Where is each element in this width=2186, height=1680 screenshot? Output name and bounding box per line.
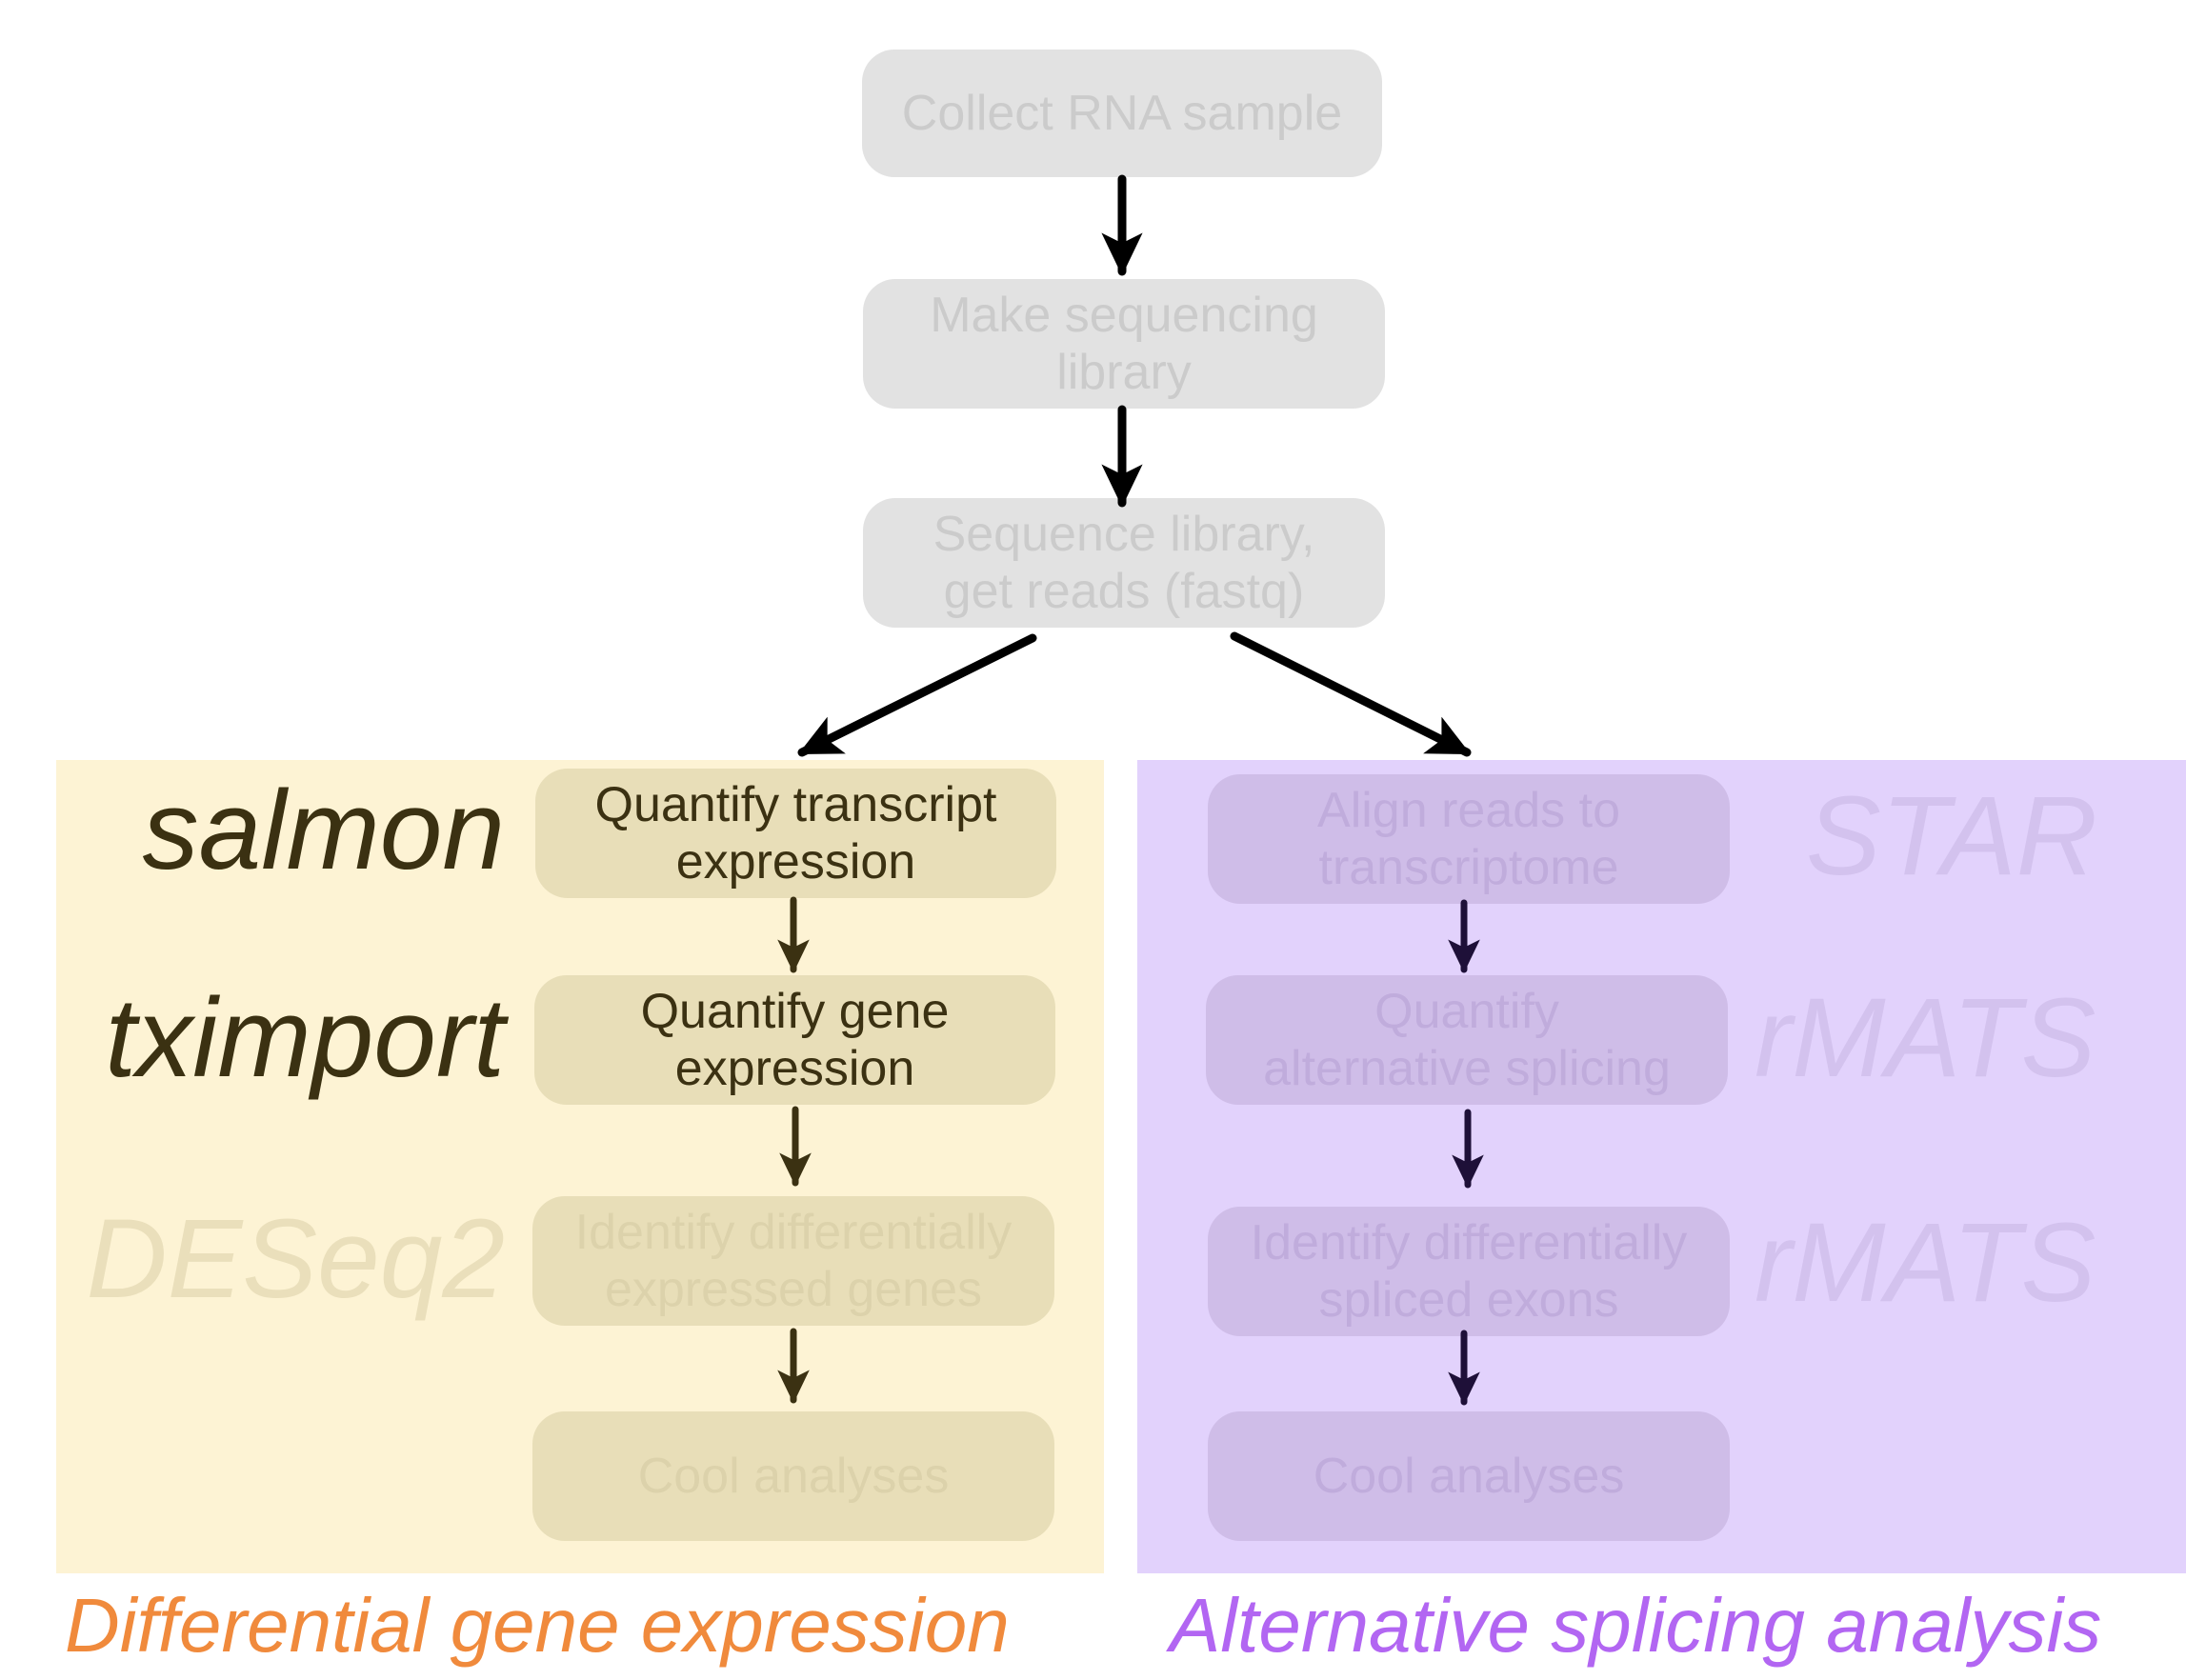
branch-title-differential-expression: Differential gene expression — [65, 1583, 1010, 1668]
step-identify-spliced-exons: Identify differentially spliced exons — [1208, 1207, 1730, 1336]
step-cool-analyses-right: Cool analyses — [1208, 1411, 1730, 1541]
tool-label-tximport: tximport — [105, 975, 505, 1101]
step-sequence-library: Sequence library, get reads (fastq) — [863, 498, 1385, 628]
step-collect-rna: Collect RNA sample — [862, 50, 1382, 177]
step-quantify-transcript: Quantify transcript expression — [535, 769, 1056, 898]
tool-label-salmon: salmon — [142, 768, 505, 893]
tool-label-deseq2: DESeq2 — [86, 1196, 505, 1322]
step-align-reads: Align reads to transcriptome — [1208, 774, 1730, 904]
arrow-sequence-to-right — [1230, 631, 1472, 757]
tool-label-rmats-identify: rMATS — [1755, 1200, 2096, 1326]
step-identify-de-genes: Identify differentially expressed genes — [532, 1196, 1054, 1326]
arrow-sequence-to-left — [797, 633, 1037, 757]
tool-label-star: STAR — [1806, 773, 2097, 899]
tool-label-rmats-quantify: rMATS — [1755, 975, 2096, 1101]
step-make-library: Make sequencing library — [863, 279, 1385, 409]
step-quantify-gene: Quantify gene expression — [534, 975, 1055, 1105]
branch-title-alternative-splicing: Alternative splicing analysis — [1170, 1583, 2102, 1668]
step-cool-analyses-left: Cool analyses — [532, 1411, 1054, 1541]
step-quantify-splicing: Quantify alternative splicing — [1206, 975, 1728, 1105]
